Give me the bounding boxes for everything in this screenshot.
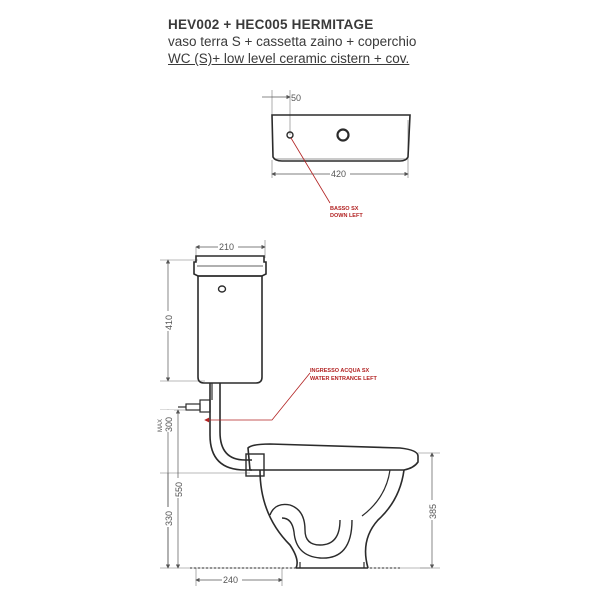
leader-water-entrance — [204, 372, 311, 423]
dim-label-210: 210 — [219, 242, 234, 252]
dim-label-385: 385 — [428, 504, 438, 519]
dim-label-50: 50 — [291, 93, 301, 103]
flush-pipe-outer — [209, 383, 252, 471]
flush-pipe-inner — [219, 383, 252, 461]
pipe-joint — [245, 453, 265, 477]
flush-button-hole — [336, 128, 350, 142]
note-ingresso-acqua: INGRESSO ACQUA SX — [310, 368, 370, 374]
s-trap-upper — [269, 503, 341, 546]
dim-label-300-bg — [154, 410, 174, 432]
note-down-left: DOWN LEFT — [330, 213, 363, 219]
product-title: HEV002 + HEC005 HERMITAGE — [168, 17, 374, 32]
dim-label-410-bg — [162, 311, 174, 331]
dim-label-550: 550 — [174, 482, 184, 497]
wc-base-feet — [299, 562, 365, 568]
note-water-entrance: WATER ENTRANCE LEFT — [310, 376, 377, 382]
cistern-body — [197, 275, 263, 384]
header: HEV002 + HEC005 HERMITAGE vaso terra S +… — [168, 16, 468, 67]
dim-label-210-bg — [218, 241, 238, 252]
dim-label-240: 240 — [223, 575, 238, 585]
inlet-valve — [199, 399, 211, 413]
dim-label-330: 330 — [164, 511, 174, 526]
wc-rear-profile — [259, 469, 298, 569]
dim-label-240-bg — [222, 574, 242, 585]
dim-label-550-bg — [172, 478, 184, 498]
dim-label-max: MAX — [158, 419, 164, 432]
cistern-plan-outline — [271, 114, 411, 162]
dim-label-330-bg — [162, 507, 174, 527]
top-view: 50 420 BASSO SX DOWN LEFT — [262, 90, 411, 219]
water-inlet-hole — [286, 131, 294, 139]
s-trap-lower — [281, 517, 353, 559]
product-subtitle-italian: vaso terra S + cassetta zaino + coperchi… — [168, 34, 417, 49]
dim-label-410: 410 — [164, 315, 174, 330]
wc-bowl-inner — [361, 469, 391, 517]
inlet-connector — [185, 403, 201, 411]
dim-label-420: 420 — [331, 169, 346, 179]
product-subtitle-english: WC (S)+ low level ceramic cistern + cov. — [168, 51, 410, 66]
wc-front-profile — [364, 469, 405, 569]
wc-seat-rim — [247, 443, 419, 471]
dim-label-300: 300 — [164, 417, 174, 432]
side-view: 210 410 MAX 300 550 330 385 240 — [154, 240, 440, 586]
leader-down-left — [290, 137, 331, 204]
flush-button — [217, 285, 227, 293]
note-basso-sx: BASSO SX — [330, 206, 359, 212]
dim-label-385-bg — [426, 500, 438, 520]
dim-label-420-bg — [330, 168, 350, 179]
